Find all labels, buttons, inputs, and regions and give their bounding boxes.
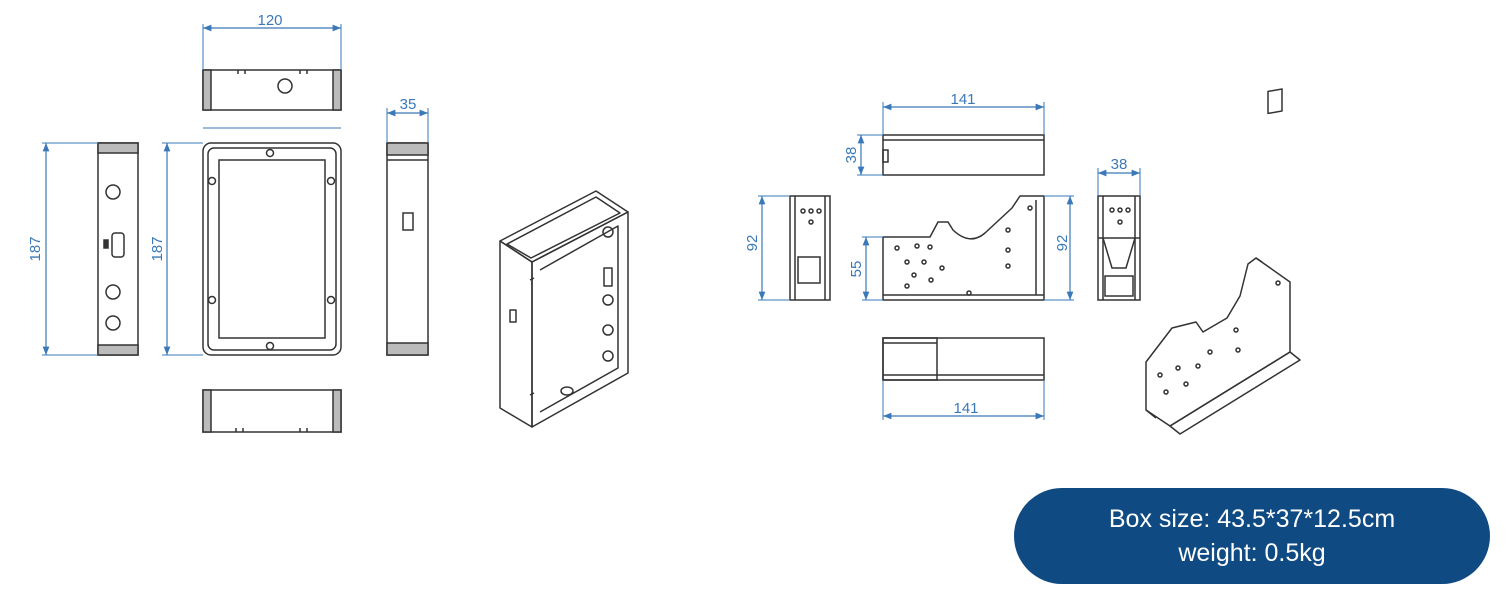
- dim-label-side-height: 187: [27, 236, 44, 261]
- enclosure-isometric-view: [499, 190, 629, 428]
- dimension-top-width: 120: [202, 12, 342, 70]
- dimension-side-height: 187: [27, 142, 98, 356]
- dim-label-bracket-top-length: 141: [950, 91, 975, 108]
- enclosure-bottom-view: [202, 389, 342, 433]
- dim-label-right-depth: 35: [400, 96, 417, 113]
- bracket-left-side-view: [789, 195, 831, 301]
- dim-label-bracket-right-height: 92: [1054, 235, 1071, 252]
- dimension-bracket-front-height: 55: [848, 236, 883, 301]
- box-size-text: Box size: 43.5*37*12.5cm: [1108, 505, 1396, 533]
- dim-label-bracket-bottom-length: 141: [953, 400, 978, 417]
- dimension-front-height: 187: [149, 127, 341, 356]
- dim-label-top-width: 120: [257, 12, 282, 29]
- dimension-bracket-bottom-length: 141: [882, 380, 1045, 420]
- dimension-bracket-right-height: 92: [1044, 195, 1074, 301]
- enclosure-front-view: [202, 142, 342, 356]
- dimension-bracket-side-height: 92: [744, 195, 790, 301]
- weight-text: weight: 0.5kg: [1178, 539, 1326, 567]
- enclosure-top-view: [202, 69, 342, 111]
- dim-label-bracket-front-height: 55: [848, 261, 865, 278]
- dim-label-bracket-side-height: 92: [744, 235, 761, 252]
- bracket-bottom-view: [882, 337, 1045, 381]
- bracket-front-view: [882, 195, 1045, 301]
- dimension-right-depth: 35: [386, 96, 429, 143]
- dimension-bracket-top-height: 38: [843, 134, 883, 176]
- bracket-right-side-view: [1097, 195, 1141, 301]
- box-info-badge: Box size: 43.5*37*12.5cm weight: 0.5kg: [1014, 488, 1490, 584]
- bracket-isometric-view: [1145, 88, 1301, 435]
- dim-label-bracket-top-height: 38: [843, 147, 860, 164]
- dim-label-front-height: 187: [149, 236, 166, 261]
- dimension-bracket-right-width: 38: [1097, 156, 1141, 196]
- dimension-bracket-top-length: 141: [882, 91, 1045, 135]
- enclosure-right-side-view: [386, 142, 429, 356]
- enclosure-left-side-view: [97, 142, 139, 356]
- dim-label-bracket-right-width: 38: [1111, 156, 1128, 173]
- bracket-top-view: [882, 134, 1045, 176]
